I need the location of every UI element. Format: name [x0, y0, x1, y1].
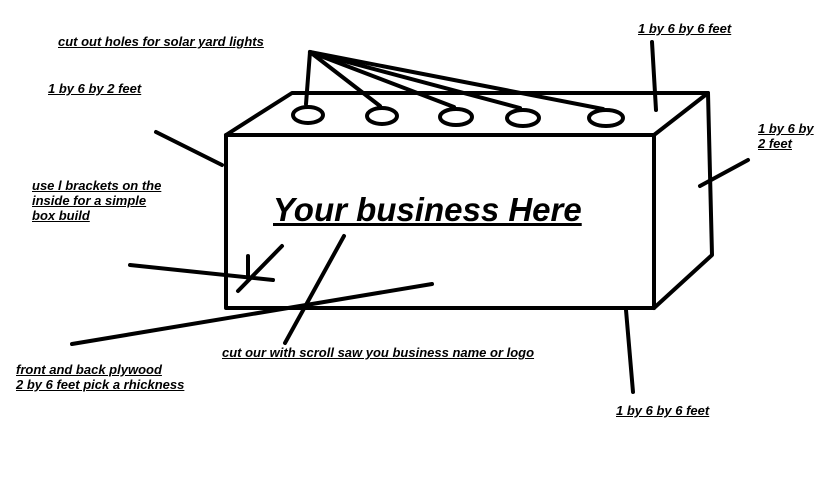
solar-hole: [438, 107, 474, 127]
leader-left-end: [154, 130, 224, 167]
leader-lines: [70, 40, 750, 394]
label-top-right-board: 1 by 6 by 6 feet: [638, 21, 732, 36]
bracket-mark: [236, 244, 284, 293]
leader-solar-2: [308, 50, 382, 108]
leader-solar-5: [308, 50, 605, 111]
label-brackets-line2: inside for a simple: [32, 193, 147, 208]
leader-scroll-saw: [283, 234, 346, 345]
leader-bottom-board: [624, 308, 635, 394]
leader-right-end: [698, 158, 750, 188]
label-bottom-board: 1 by 6 by 6 feet: [616, 403, 710, 418]
leader-plywood: [70, 282, 434, 346]
solar-hole: [291, 105, 325, 125]
label-solar-holes: cut out holes for solar yard lights: [58, 34, 264, 49]
label-plywood-line2: 2 by 6 feet pick a rhickness: [16, 377, 185, 392]
leader-top-board: [650, 40, 658, 112]
label-plywood: front and back plywood 2 by 6 feet pick …: [16, 362, 184, 392]
solar-hole: [505, 108, 541, 128]
box-front-face: [224, 133, 656, 310]
label-plywood-line1: front and back plywood: [16, 362, 162, 377]
box-top-face: [224, 91, 710, 137]
leader-solar-4: [308, 50, 522, 110]
business-name-placeholder: Your business Here: [273, 191, 582, 228]
label-scroll-saw: cut our with scroll saw you business nam…: [222, 345, 535, 360]
label-right-end-line1: 1 by 6 by: [758, 121, 814, 136]
solar-hole: [587, 108, 625, 128]
label-right-end-line2: 2 feet: [758, 136, 792, 151]
label-right-end-board: 1 by 6 by 2 feet: [758, 121, 814, 151]
label-brackets-line3: box build: [32, 208, 90, 223]
label-left-end-board: 1 by 6 by 2 feet: [48, 81, 142, 96]
solar-hole: [365, 106, 399, 126]
solar-holes: [291, 105, 625, 128]
label-brackets-line1: use l brackets on the: [32, 178, 162, 193]
label-brackets: use l brackets on the inside for a simpl…: [32, 178, 161, 223]
box-right-face: [652, 91, 714, 310]
leader-solar-1: [304, 50, 312, 106]
leader-solar-3: [308, 50, 456, 109]
